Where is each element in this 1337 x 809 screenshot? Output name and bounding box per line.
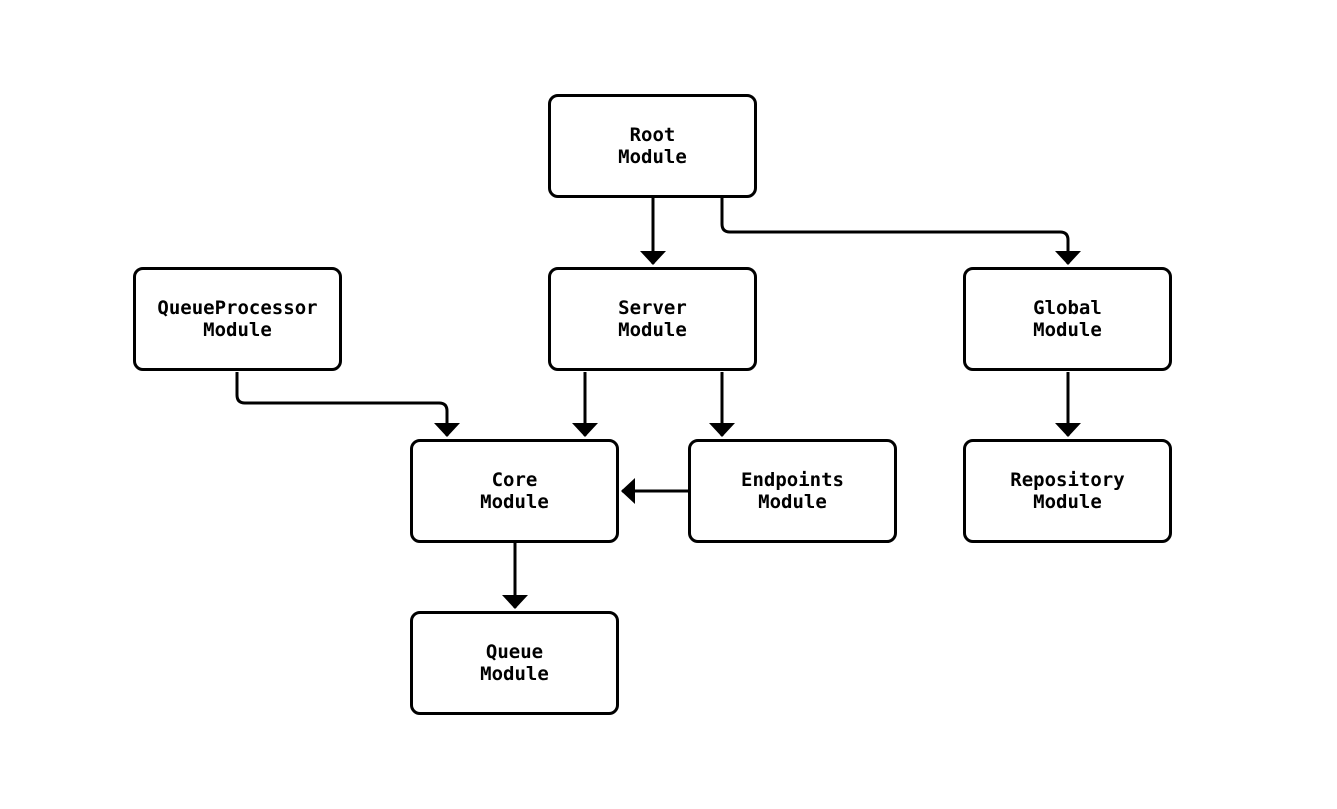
edge-root-to-global	[720, 198, 1081, 265]
node-queueprocessor-module: QueueProcessor Module	[133, 267, 342, 371]
node-root-module-label: Root Module	[618, 123, 687, 168]
node-endpoints-module: Endpoints Module	[688, 439, 897, 543]
node-server-module-label: Server Module	[618, 296, 687, 341]
node-global-module: Global Module	[963, 267, 1172, 371]
node-server-module: Server Module	[548, 267, 757, 371]
node-global-module-label: Global Module	[1033, 296, 1102, 341]
node-root-module: Root Module	[548, 94, 757, 198]
node-queueprocessor-module-label: QueueProcessor Module	[157, 296, 318, 341]
edge-queueprocessor-to-core	[235, 372, 460, 437]
node-endpoints-module-label: Endpoints Module	[741, 468, 844, 513]
node-repository-module: Repository Module	[963, 439, 1172, 543]
node-core-module-label: Core Module	[480, 468, 549, 513]
node-queue-module: Queue Module	[410, 611, 619, 715]
node-repository-module-label: Repository Module	[1010, 468, 1125, 513]
node-core-module: Core Module	[410, 439, 619, 543]
node-queue-module-label: Queue Module	[480, 640, 549, 685]
